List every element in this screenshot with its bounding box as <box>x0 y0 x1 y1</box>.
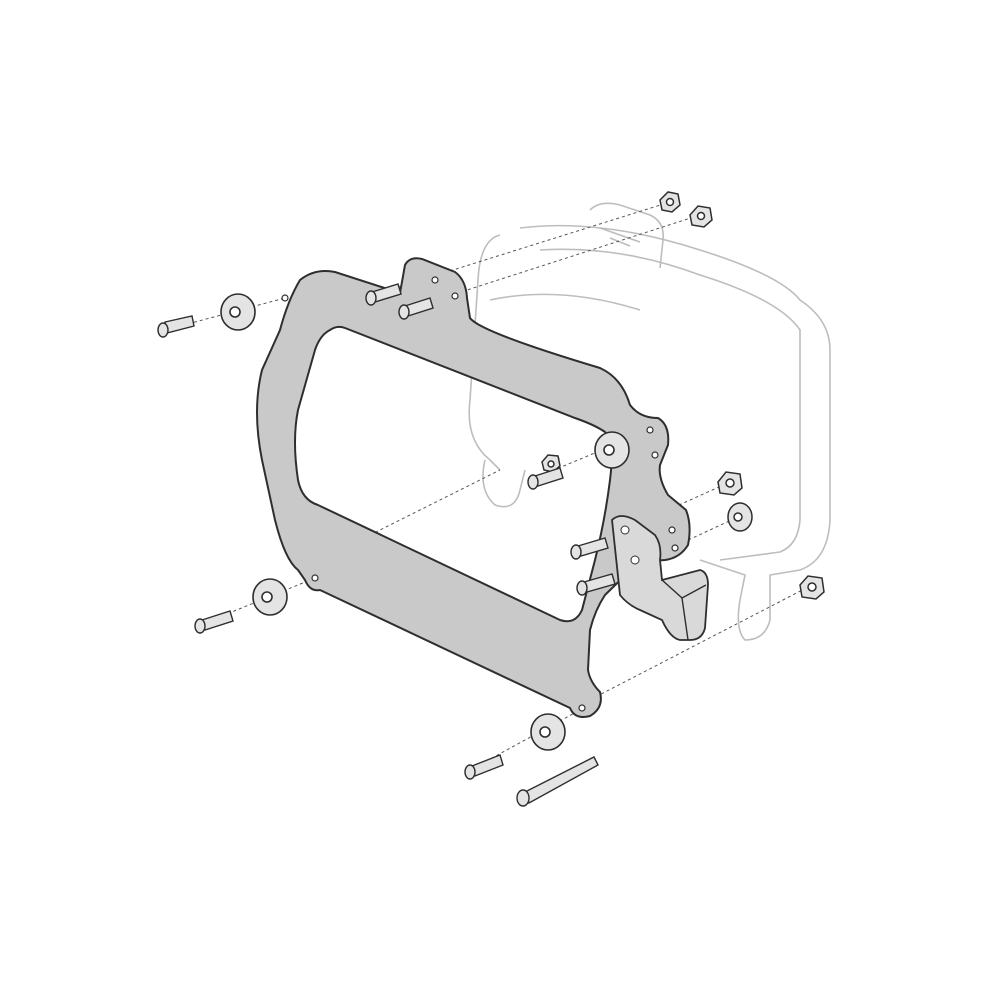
bolt <box>398 297 434 320</box>
bolt <box>194 610 234 634</box>
nut <box>659 191 681 213</box>
nut <box>799 575 825 600</box>
nut <box>689 205 713 228</box>
assembly-guide-lines <box>164 201 813 771</box>
frame-holes <box>281 276 679 712</box>
mounting-frame <box>256 257 691 718</box>
bolt <box>570 537 609 560</box>
bolt <box>527 467 564 490</box>
nut <box>717 471 743 496</box>
spacers <box>220 293 630 751</box>
spacer-bottom <box>530 713 566 751</box>
spacer-right <box>594 431 630 469</box>
bolt <box>576 573 616 596</box>
bracket-hole <box>630 555 640 565</box>
nut <box>541 454 561 473</box>
long-bolt <box>516 756 599 807</box>
bolts <box>157 283 616 807</box>
nuts <box>541 191 825 600</box>
washer <box>727 502 753 532</box>
bolt <box>365 283 402 306</box>
bracket-slot <box>620 525 630 535</box>
bolt <box>157 315 195 338</box>
spacer-top-left <box>220 293 256 331</box>
spacer-bottom-left <box>252 578 288 616</box>
bolt <box>464 754 504 780</box>
ghost-rack-outline <box>468 202 831 641</box>
bracket-edge <box>661 579 707 641</box>
